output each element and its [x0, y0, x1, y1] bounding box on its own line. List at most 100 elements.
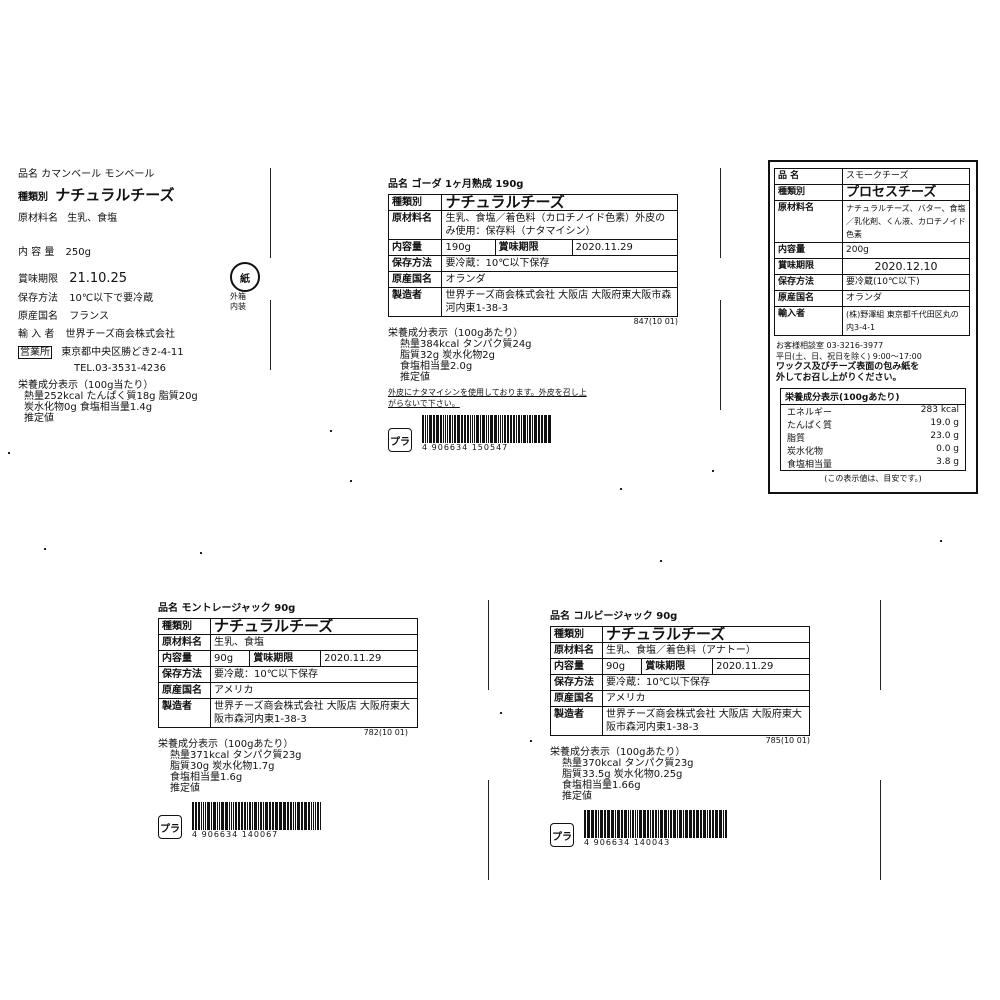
row-value: (株)野澤組 東京都千代田区丸の内3-4-1 — [842, 306, 970, 336]
row-key: 内 容 量 — [18, 247, 55, 258]
row-key: 原産国名 — [774, 290, 843, 307]
row-key: 内容量 — [157, 650, 212, 667]
barcode-bar — [422, 415, 424, 443]
barcode-bar — [207, 802, 210, 830]
label4-barcode: 4 906634 140067 — [192, 802, 322, 839]
row-value: アメリカ — [210, 682, 418, 699]
barcode-bar — [449, 415, 451, 443]
barcode-bar — [709, 810, 711, 838]
barcode-bar — [502, 415, 503, 443]
barcode-bars — [584, 810, 728, 838]
barcode-bar — [225, 802, 228, 830]
label1-row-qty: 内 容 量 250g — [18, 246, 91, 260]
table-row: 原産国名 オランダ — [387, 271, 678, 288]
barcode-bar — [198, 802, 200, 830]
table-row: 原産国名 オランダ — [774, 290, 970, 307]
barcode-bar — [725, 810, 727, 838]
barcode-bar — [595, 810, 597, 838]
row-value: 生乳、食塩／着色料（アナトー） — [602, 642, 810, 659]
barcode-bar — [584, 810, 586, 838]
table-row: 種類別 ナチュラルチーズ — [157, 618, 418, 635]
row-key: 内容量 — [549, 658, 604, 675]
label2-table: 種類別 ナチュラルチーズ 原材料名 生乳、食塩／着色料（カロチノイド色素）外皮の… — [387, 194, 679, 317]
barcode-bar — [258, 802, 259, 830]
table-row: 保存方法 要冷蔵：10℃以下保存 — [549, 674, 810, 691]
label4-barcode-row: プラ 4 906634 140067 — [158, 802, 458, 839]
label4-code: 782(10 01) — [363, 728, 408, 737]
barcode-bar — [311, 802, 312, 830]
barcode-bar — [643, 810, 646, 838]
row-key: 賞味期限 — [774, 258, 843, 275]
barcode-bar — [689, 810, 692, 838]
barcode-bar — [513, 415, 515, 443]
label4-table: 種類別 ナチュラルチーズ 原材料名 生乳、食塩 内容量 90g 賞味期限 202… — [157, 618, 418, 728]
scan-speck — [500, 712, 502, 714]
nutrition-line: 熱量384kcal タンパク質24g — [400, 339, 532, 350]
row-key: 原材料名 — [157, 634, 212, 651]
nutrition-row: エネルギー 283 kcal — [781, 405, 965, 418]
paper-recycle-icon: 紙 — [230, 262, 260, 292]
barcode-bar — [254, 802, 257, 830]
table-row: 原材料名 生乳、食塩／着色料（アナトー） — [549, 642, 810, 659]
row-key: 原材料名 — [774, 200, 843, 243]
barcode-bar — [628, 810, 629, 838]
row-key: 種類別 — [549, 626, 604, 643]
barcode-bar — [231, 802, 232, 830]
label2-title: 品名 ゴーダ 1ヶ月熟成 190g — [388, 179, 524, 190]
plastic-recycle-icon: プラ — [388, 428, 412, 452]
barcode-bar — [652, 810, 654, 838]
table-row: 内容量 90g 賞味期限 2020.11.29 — [549, 658, 810, 675]
label3-table: 品 名 スモークチーズ 種類別 プロセスチーズ 原材料名 ナチュラルチーズ、バタ… — [774, 168, 970, 336]
nutrition-line: 脂質33.5g 炭水化物0.25g — [562, 769, 683, 780]
nutrition-line: 推定値 — [24, 413, 54, 424]
table-row: 内容量 90g 賞味期限 2020.11.29 — [157, 650, 418, 667]
nutrition-line: 脂質30g 炭水化物1.7g — [170, 761, 275, 772]
label1-title: 品名 カマンベール モンベール — [18, 169, 155, 180]
barcode-bar — [607, 810, 610, 838]
barcode-bar — [700, 810, 702, 838]
barcode-bar — [283, 802, 286, 830]
barcode-bar — [500, 415, 501, 443]
barcode-bar — [192, 802, 194, 830]
label-gouda: 品名 ゴーダ 1ヶ月熟成 190g 種類別 ナチュラルチーズ 原材料名 生乳、食… — [387, 178, 688, 452]
table-row: 製造者 世界チーズ商会株式会社 大阪店 大阪府東大阪市森河内東1-38-3 — [387, 287, 678, 317]
barcode-bar — [269, 802, 271, 830]
nutrition-key: 脂質 — [787, 434, 806, 444]
plastic-recycle-icon: プラ — [550, 823, 574, 847]
table-row: 原産国名 アメリカ — [549, 690, 810, 707]
barcode-bar — [320, 802, 321, 830]
barcode-bar — [443, 415, 444, 443]
table-row: 原材料名 生乳、食塩／着色料（カロチノイド色素）外皮のみ使用：保存料（ナタマイシ… — [387, 210, 678, 240]
barcode-bar — [673, 810, 676, 838]
label3-nutrition-box: 栄養成分表示(100gあたり) エネルギー 283 kcal たんぱく質 19.… — [780, 388, 966, 471]
row-value: 世界チーズ商会株式会社 大阪店 大阪府東大阪市森河内東1-38-3 — [602, 706, 810, 736]
scan-speck — [940, 540, 942, 542]
row-value: 世界チーズ商会株式会社 大阪店 大阪府東大阪市森河内東1-38-3 — [441, 287, 678, 317]
barcode-bar — [696, 810, 699, 838]
barcode-bar — [541, 415, 543, 443]
barcode-bar — [480, 415, 481, 443]
nutrition-line: 炭水化物0g 食塩相当量1.4g — [24, 402, 153, 413]
row-value: 90g — [210, 650, 251, 667]
nutrition-key: 食塩相当量 — [787, 460, 833, 470]
barcode-bar — [235, 802, 237, 830]
barcode-bar — [272, 802, 274, 830]
barcode-bar — [203, 802, 204, 830]
barcode-bar — [650, 810, 651, 838]
contact-line: ワックス及びチーズ表面の包み紙を — [776, 362, 920, 372]
barcode-bar — [482, 415, 485, 443]
contact-line: 外してお召し上がりください。 — [776, 373, 902, 383]
table-row: 輸入者 (株)野澤組 東京都千代田区丸の内3-4-1 — [774, 306, 970, 336]
row-value: 10℃以下で要冷蔵 — [69, 293, 154, 304]
barcode-bar — [615, 810, 616, 838]
row-key: 製造者 — [157, 698, 212, 728]
divider-line — [880, 600, 881, 690]
barcode-bar — [433, 415, 435, 443]
row-value: ナチュラルチーズ — [602, 626, 810, 643]
barcode-bar — [670, 810, 672, 838]
label-smoked-cheese: 品 名 スモークチーズ 種類別 プロセスチーズ 原材料名 ナチュラルチーズ、バタ… — [768, 160, 978, 494]
table-row: 内容量 200g — [774, 242, 970, 259]
barcode-bar — [427, 415, 428, 443]
barcode-bar — [219, 802, 220, 830]
row-key: 保存方法 — [387, 255, 443, 272]
